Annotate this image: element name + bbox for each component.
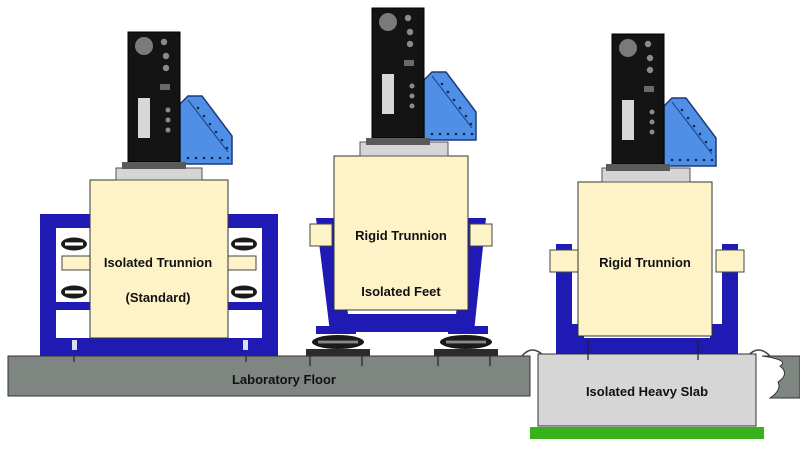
shaker-head-icon: [605, 33, 717, 172]
rubber-foot-icon: [312, 335, 364, 349]
shaker-rigid-trunnion-slab: Rigid Trunnion: [549, 33, 745, 360]
isolated-heavy-slab-label: Isolated Heavy Slab: [586, 384, 708, 399]
rubber-foot-icon: [440, 335, 492, 349]
laboratory-floor-right: [761, 355, 800, 399]
isolated-heavy-slab: [537, 353, 757, 427]
isolated-feet-label: Isolated Feet: [361, 284, 441, 299]
laboratory-floor: [7, 355, 531, 397]
isolated-trunnion-label: Isolated Trunnion: [104, 255, 212, 270]
isolator-mount-icon: [61, 285, 87, 299]
rigid-trunnion-center-label: Rigid Trunnion: [355, 228, 447, 243]
green-base: [530, 427, 764, 439]
isolator-mount-icon: [231, 237, 257, 251]
shaker-isolated-trunnion: Isolated Trunnion (Standard): [40, 31, 278, 356]
shaker-body: [89, 179, 229, 339]
laboratory-floor-label: Laboratory Floor: [232, 372, 336, 387]
isolator-mount-icon: [61, 237, 87, 251]
isolator-mount-icon: [231, 285, 257, 299]
shaker-head-icon: [365, 7, 477, 146]
shaker-rigid-trunnion-isolated-feet: Rigid Trunnion Isolated Feet: [306, 7, 498, 356]
standard-label: (Standard): [126, 290, 191, 305]
shaker-body: [577, 181, 713, 337]
rigid-trunnion-right-label: Rigid Trunnion: [599, 255, 691, 270]
shaker-head-icon: [121, 31, 233, 170]
shaker-body: [333, 155, 469, 311]
